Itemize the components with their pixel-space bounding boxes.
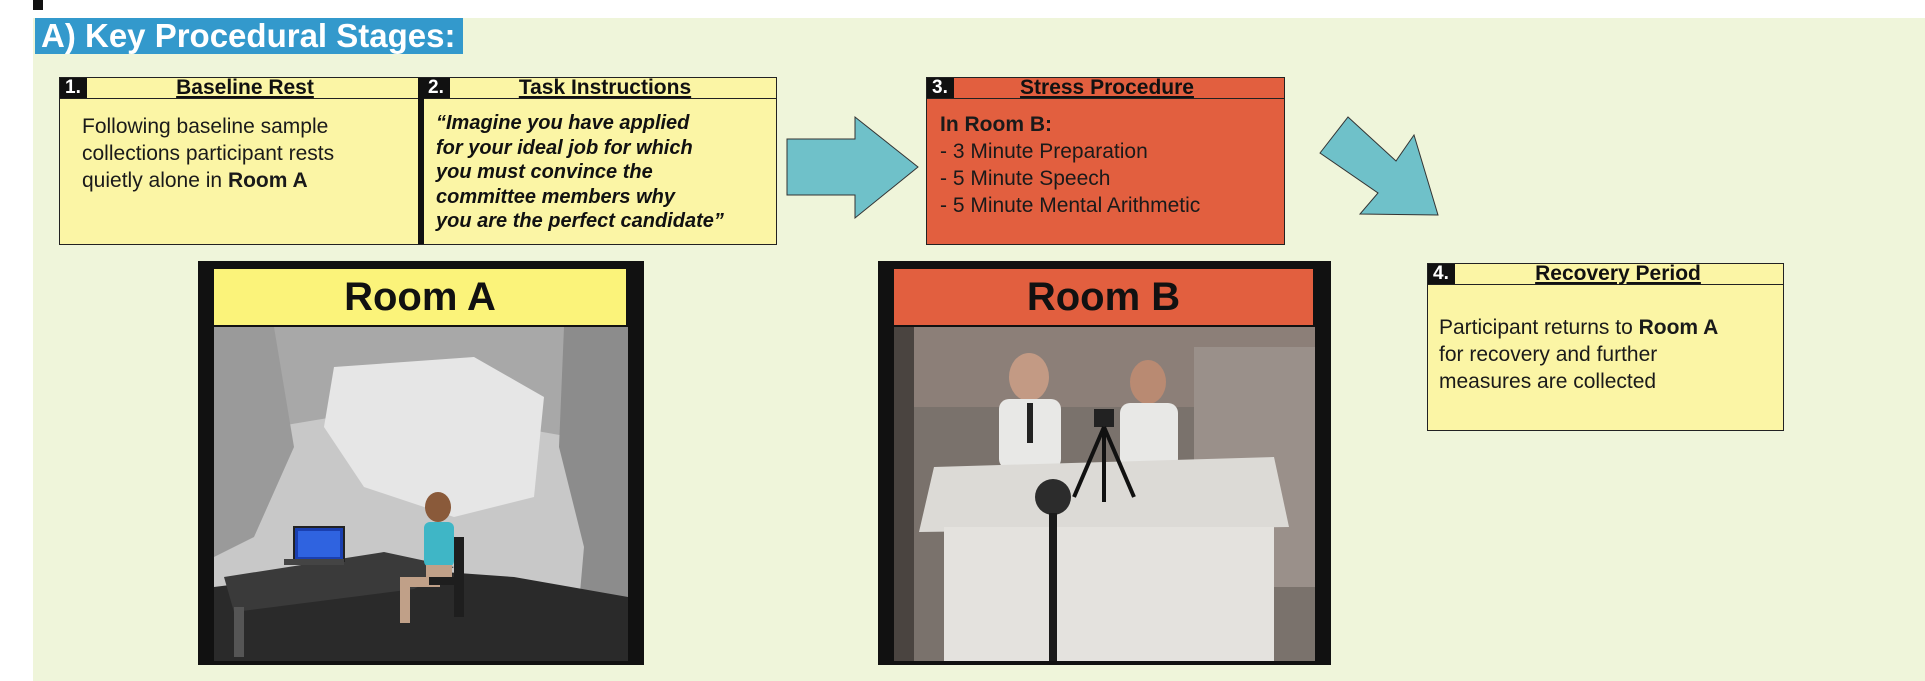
stage-2-line: you are the perfect candidate” [436, 210, 724, 232]
arrow-right-icon [786, 115, 919, 220]
stage-4-line: for recovery and further [1439, 343, 1658, 366]
stage-3-number: 3. [927, 78, 954, 98]
stage-4-number: 4. [1428, 264, 1455, 284]
stage-4-header: 4. Recovery Period [1428, 264, 1783, 285]
stage-3-item: - 3 Minute Preparation [940, 140, 1148, 163]
stage-4-title: Recovery Period [1535, 263, 1701, 285]
stage-4-line: measures are collected [1439, 370, 1657, 393]
stage-1-line: collections participant rests [82, 142, 335, 165]
stage-2-line: for your ideal job for which [436, 136, 693, 159]
stage-4-box: 4. Recovery Period Participant returns t… [1427, 263, 1784, 431]
stage-1-line: quietly alone in Room A [82, 169, 308, 192]
stage-4-text: Participant returns to Room A for recove… [1439, 314, 1783, 395]
room-a-frame: Room A [198, 261, 644, 665]
stage-2-number: 2. [423, 78, 450, 98]
stage-1-2-box: 1. Baseline Rest 2. Task Instructions Fo… [59, 77, 777, 245]
stage-divider [418, 78, 424, 244]
stage-1-line: Following baseline sample [82, 115, 329, 138]
stage-2-line: “Imagine you have applied [436, 112, 690, 134]
room-b-frame: Room B [878, 261, 1331, 665]
stage-2-line: you must convince the [436, 161, 653, 183]
room-b-label: Room B [894, 269, 1313, 325]
room-a-label: Room A [214, 269, 626, 325]
room-b-photo [894, 327, 1315, 661]
stage-4-room: Room A [1638, 316, 1719, 339]
stage-3-box: 3. Stress Procedure In Room B: - 3 Minut… [926, 77, 1285, 245]
stage-3-header: 3. Stress Procedure [927, 78, 1284, 99]
stage-3-text: In Room B: - 3 Minute Preparation - 5 Mi… [940, 111, 1280, 219]
stage-2-quote: “Imagine you have applied for your ideal… [436, 111, 776, 234]
stage-3-item: - 5 Minute Speech [940, 167, 1111, 190]
stage-1-text: Following baseline sample collections pa… [82, 113, 412, 194]
stage-3-title: Stress Procedure [1020, 77, 1194, 99]
panel-heading: A) Key Procedural Stages: [35, 18, 464, 54]
stage-3-subtitle: In Room B: [940, 113, 1052, 136]
stage-1-number: 1. [60, 78, 87, 98]
stage-1-room: Room A [227, 169, 308, 192]
stage-2-line: committee members why [436, 185, 675, 208]
corner-mark [33, 0, 43, 10]
stage-3-item: - 5 Minute Mental Arithmetic [940, 194, 1201, 217]
room-a-photo [214, 327, 628, 661]
stage-1-title: Baseline Rest [176, 77, 314, 99]
arrow-down-right-icon [1319, 116, 1439, 216]
stage-2-title: Task Instructions [518, 77, 692, 99]
stage-4-line: Participant returns to Room A [1439, 316, 1719, 339]
